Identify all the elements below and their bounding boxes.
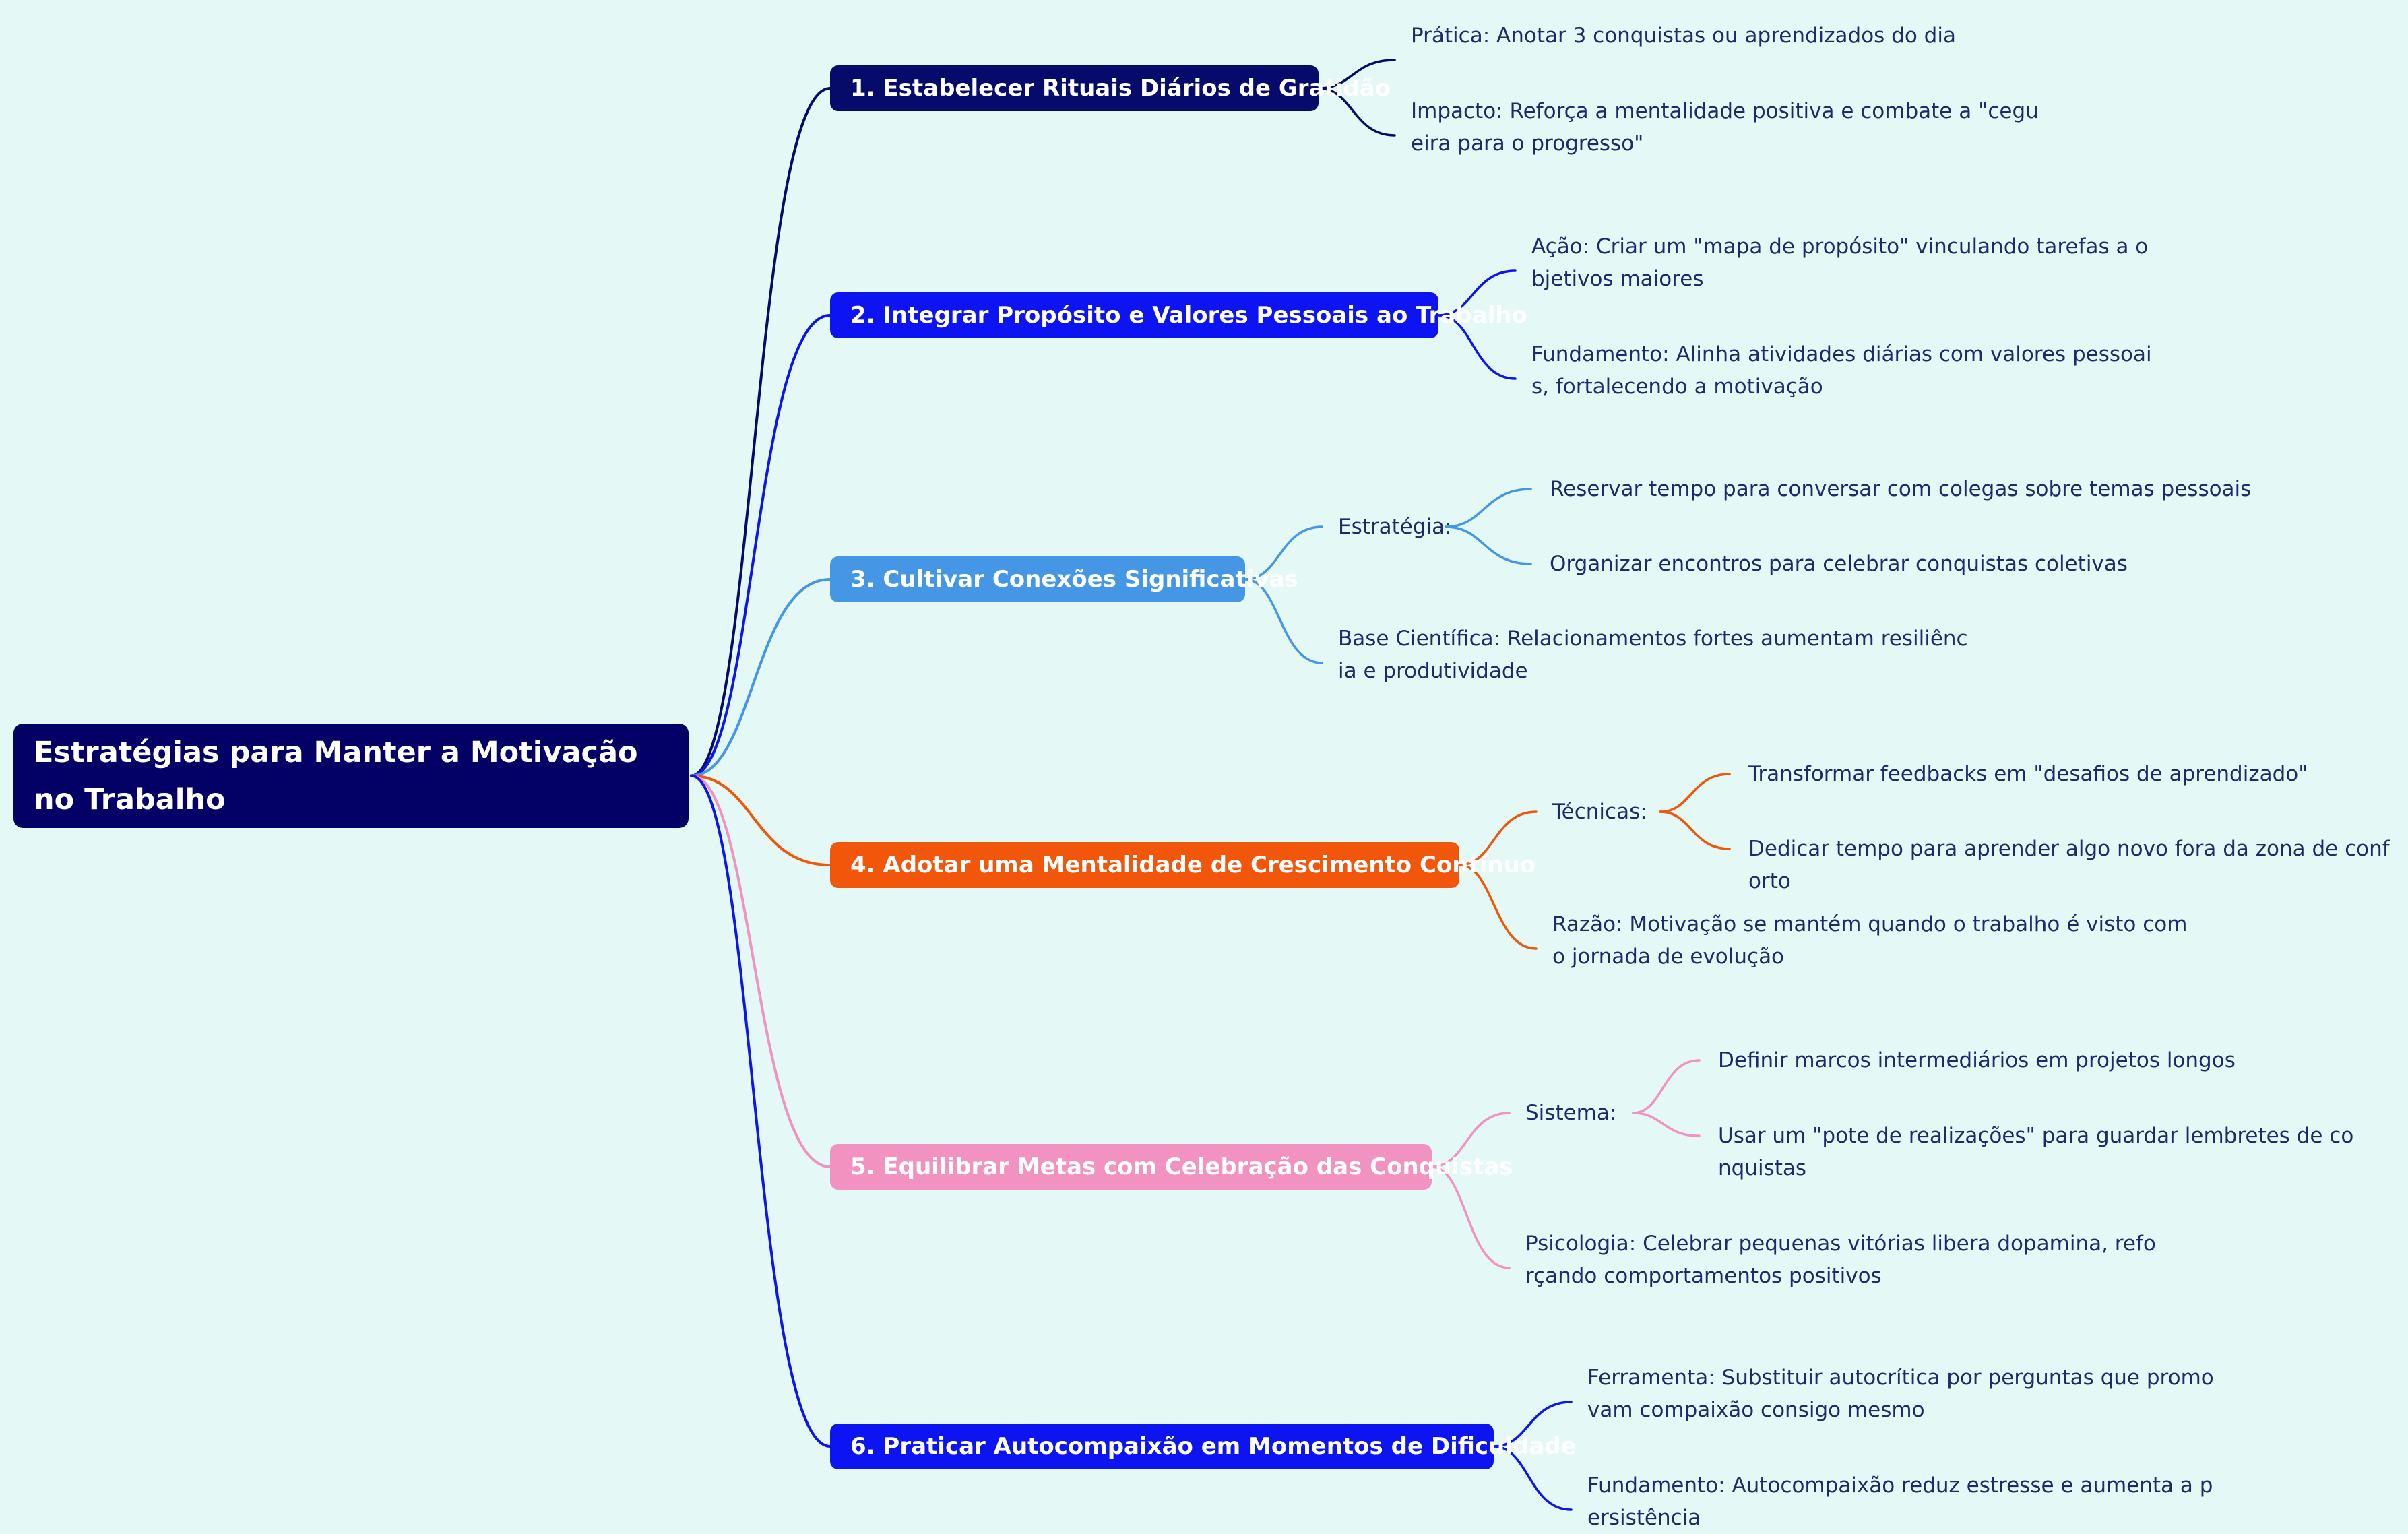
connector-line — [1659, 810, 1731, 850]
leaf-topic[interactable]: Ação: Criar um "mapa de propósito" vincu… — [1531, 234, 2149, 291]
connector-line — [1458, 864, 1538, 950]
connector-line — [1492, 1445, 1573, 1511]
connector-line — [1437, 314, 1517, 380]
branch-topic-label: 2. Integrar Propósito e Valores Pessoais… — [850, 302, 1527, 329]
branch-topic-6[interactable]: 6. Praticar Autocompaixão em Momentos de… — [830, 1424, 1577, 1469]
connector-line — [1437, 269, 1517, 317]
connector-line — [1430, 1165, 1511, 1269]
leaf-topic[interactable]: Reservar tempo para conversar com colega… — [1550, 477, 2252, 501]
connector-line — [690, 87, 831, 777]
connector-line — [1632, 1059, 1701, 1114]
branch-topic-label: 5. Equilibrar Metas com Celebração das C… — [850, 1153, 1513, 1180]
branch-topic-1[interactable]: 1. Estabelecer Rituais Diários de Gratid… — [830, 65, 1391, 111]
branch-topic-label: 6. Praticar Autocompaixão em Momentos de… — [850, 1433, 1577, 1460]
connector-line — [1458, 810, 1538, 866]
connector-line — [690, 578, 831, 777]
branch-topic-label: 4. Adotar uma Mentalidade de Crescimento… — [850, 852, 1536, 878]
leaf-topic[interactable]: Transformar feedbacks em "desafios de ap… — [1748, 762, 2308, 786]
leaf-topic[interactable]: Usar um "pote de realizações" para guard… — [1718, 1124, 2354, 1180]
branch-topic-3[interactable]: 3. Cultivar Conexões Significativas — [830, 556, 1298, 602]
connector-line — [1244, 525, 1323, 581]
connector-line — [1430, 1112, 1511, 1168]
connector-line — [1445, 525, 1532, 565]
connector-line — [1445, 488, 1532, 528]
leaf-topic[interactable]: Fundamento: Autocompaixão reduz estresse… — [1587, 1473, 2213, 1530]
leaf-topic[interactable]: Base Científica: Relacionamentos fortes … — [1338, 627, 1968, 683]
leaf-topic[interactable]: Ferramenta: Substituir autocrítica por p… — [1587, 1366, 2214, 1422]
connector-line — [1492, 1401, 1573, 1448]
connector-line — [1244, 578, 1323, 664]
connector-line — [690, 774, 831, 1448]
connector-line — [1659, 773, 1731, 813]
root-topic-label: Estratégias para Manter a Motivação no T… — [34, 735, 638, 817]
connector-line — [1317, 87, 1396, 137]
connector-line — [690, 774, 831, 866]
root-topic[interactable]: Estratégias para Manter a Motivação no T… — [13, 724, 689, 828]
leaf-topic[interactable]: Prática: Anotar 3 conquistas ou aprendiz… — [1411, 24, 1956, 48]
connector-line — [690, 774, 831, 1168]
connector-line — [1317, 59, 1396, 90]
leaf-topic[interactable]: Fundamento: Alinha atividades diárias co… — [1531, 342, 2152, 399]
leaf-topic[interactable]: Dedicar tempo para aprender algo novo fo… — [1748, 837, 2390, 893]
leaf-topic[interactable]: Organizar encontros para celebrar conqui… — [1550, 552, 2128, 576]
branch-topic-5[interactable]: 5. Equilibrar Metas com Celebração das C… — [830, 1144, 1513, 1190]
leaf-topic-group[interactable]: Técnicas: — [1552, 800, 1647, 824]
branch-topic-label: 1. Estabelecer Rituais Diários de Gratid… — [850, 75, 1391, 102]
leaf-topic[interactable]: Razão: Motivação se mantém quando o trab… — [1552, 912, 2188, 969]
connector-line — [690, 314, 831, 777]
branch-topic-label: 3. Cultivar Conexões Significativas — [850, 566, 1298, 593]
branch-topic-4[interactable]: 4. Adotar uma Mentalidade de Crescimento… — [830, 842, 1535, 888]
leaf-topic[interactable]: Definir marcos intermediários em projeto… — [1718, 1048, 2236, 1073]
leaf-topic-group[interactable]: Estratégia: — [1338, 515, 1452, 539]
leaf-topic[interactable]: Psicologia: Celebrar pequenas vitórias l… — [1525, 1232, 2156, 1288]
branch-topic-2[interactable]: 2. Integrar Propósito e Valores Pessoais… — [830, 292, 1527, 338]
leaf-topic[interactable]: Impacto: Reforça a mentalidade positiva … — [1411, 99, 2039, 156]
connector-line — [1632, 1112, 1701, 1137]
leaf-topic-group[interactable]: Sistema: — [1525, 1101, 1617, 1125]
